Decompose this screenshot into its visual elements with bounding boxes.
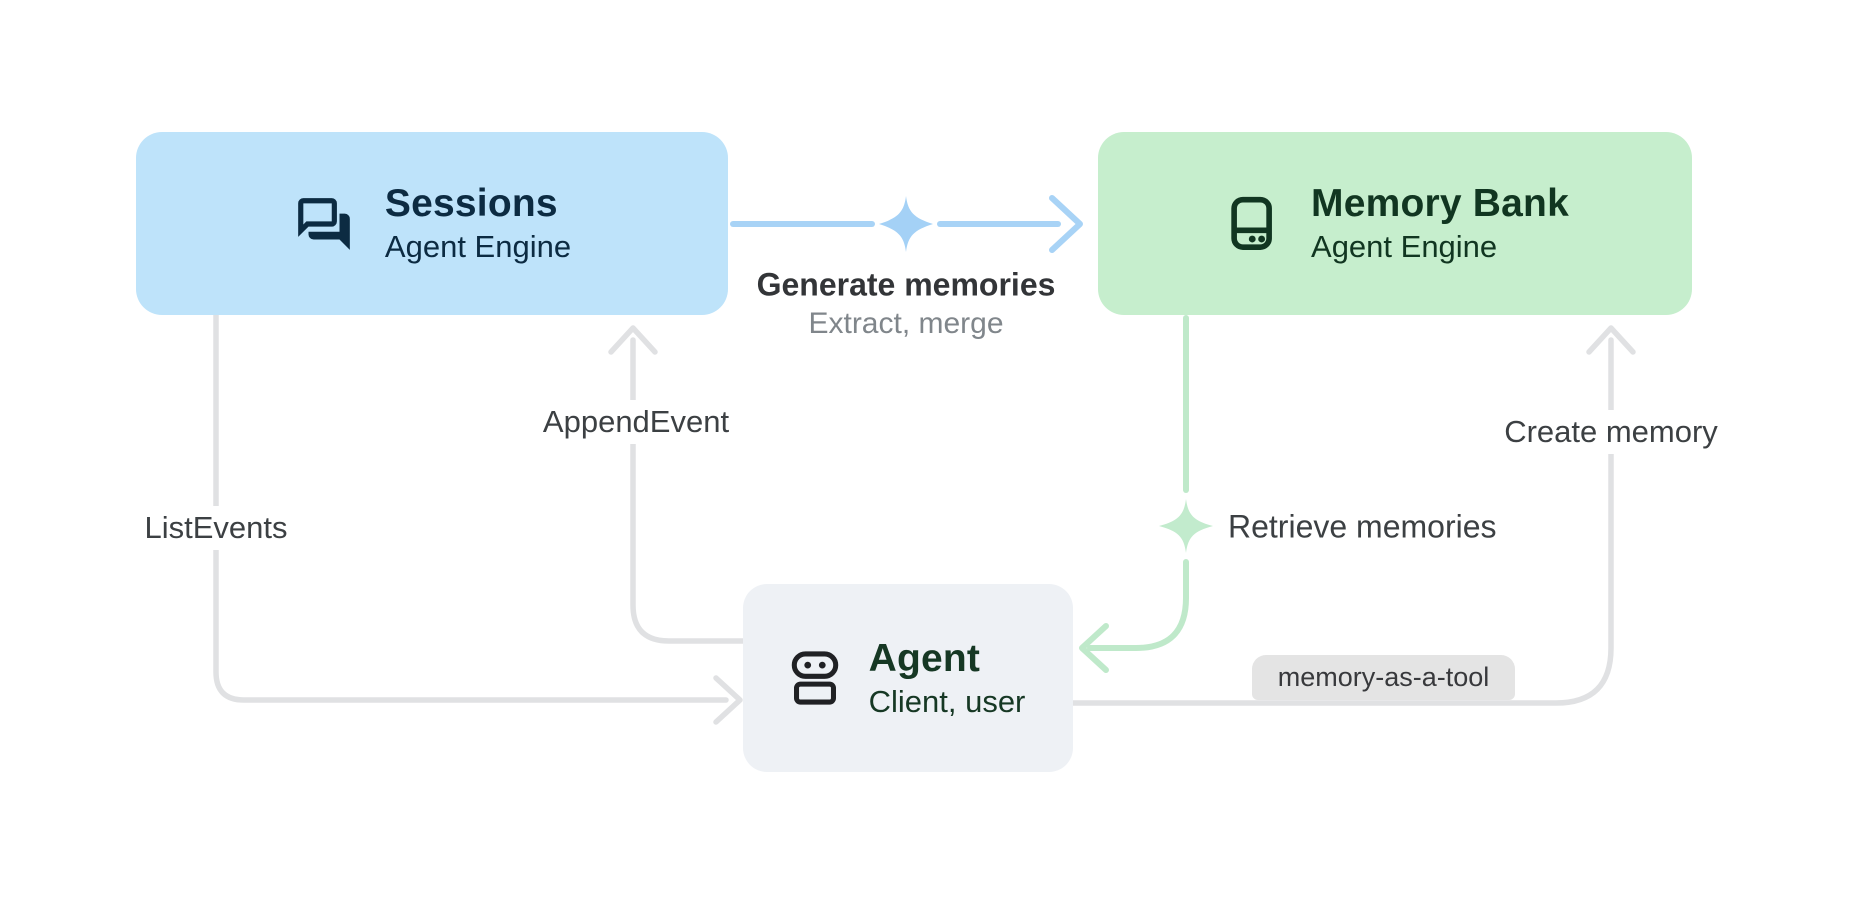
agent-node-text: Agent Client, user [869, 635, 1026, 722]
green-sparkle-icon [1159, 499, 1213, 553]
generate-memories-sublabel: Extract, merge [808, 307, 1004, 340]
retrieve-arrowhead [1079, 623, 1109, 673]
memory-bank-node-text: Memory Bank Agent Engine [1311, 180, 1569, 267]
retrieve-memories-label: Retrieve memories [1228, 508, 1497, 545]
retrieve-line-bottom [1087, 559, 1189, 651]
retrieve-memories-arrow [1079, 315, 1189, 673]
generate-arrowhead [1049, 195, 1083, 253]
agent-node: Agent Client, user [743, 584, 1073, 772]
blue-sparkle-icon [879, 196, 933, 252]
memory-bank-title: Memory Bank [1311, 182, 1569, 225]
memory-bank-icon [1231, 196, 1272, 250]
agent-title: Agent [868, 636, 981, 680]
sessions-node: Sessions Agent Engine [136, 132, 728, 315]
memory-bank-subtitle: Agent Engine [1311, 229, 1498, 264]
sessions-subtitle: Agent Engine [384, 229, 572, 264]
create-memory-label: Create memory [1494, 410, 1728, 454]
robot-icon [791, 651, 838, 705]
generate-memories-arrow [730, 195, 1083, 253]
memory-bank-node: Memory Bank Agent Engine [1098, 132, 1692, 315]
append-event-arrow [608, 325, 746, 644]
append-event-arrowhead [608, 325, 658, 355]
append-event-label: AppendEvent [532, 400, 740, 444]
sessions-node-text: Sessions Agent Engine [385, 180, 571, 267]
agent-subtitle: Client, user [868, 683, 1026, 719]
sessions-title: Sessions [384, 182, 558, 225]
memory-as-a-tool-badge-label: memory-as-a-tool [1277, 662, 1490, 692]
create-memory-arrowhead [1586, 325, 1636, 355]
generate-memories-label: Generate memories [756, 266, 1056, 303]
list-events-arrowhead [713, 675, 743, 725]
memory-as-a-tool-badge: memory-as-a-tool [1252, 655, 1515, 700]
list-events-label: ListEvents [134, 506, 298, 550]
append-event-path [630, 337, 746, 644]
forum-chat-icon [298, 197, 350, 250]
